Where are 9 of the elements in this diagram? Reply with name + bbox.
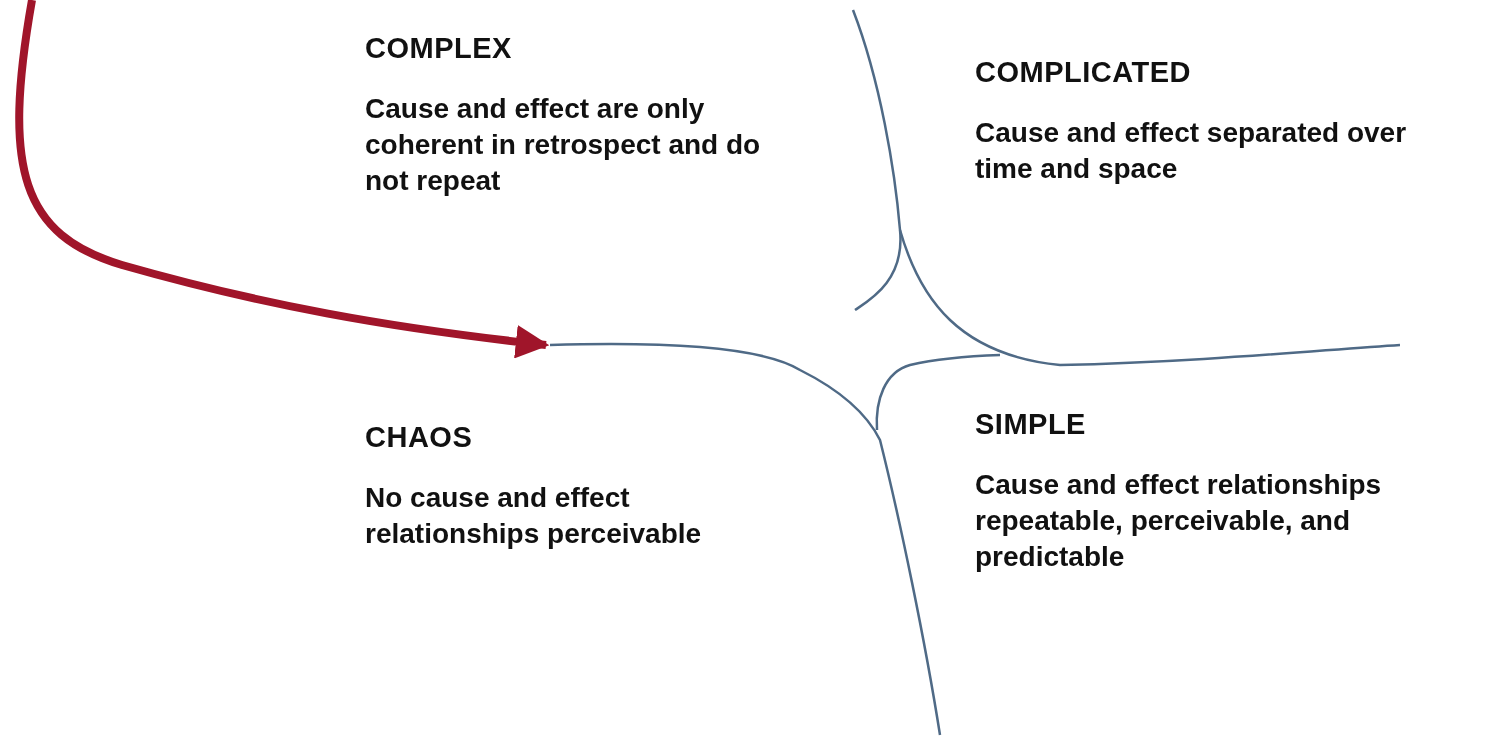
domain-heading: COMPLEX	[365, 32, 512, 65]
domain-description: Cause and effect are only coherent in retrospect and do not repeat	[365, 92, 762, 198]
domain-description: No cause and effect relationships perceivable	[365, 481, 703, 551]
domain-description: Cause and effect separated over time and space	[975, 116, 1408, 186]
domain-description: Cause and effect relationships repeatable, perceivable, and predictable	[975, 468, 1383, 574]
domain-heading: SIMPLE	[975, 408, 1086, 441]
domain-heading: CHAOS	[365, 421, 473, 454]
domain-heading: COMPLICATED	[975, 56, 1191, 89]
arrow	[15, 0, 550, 359]
